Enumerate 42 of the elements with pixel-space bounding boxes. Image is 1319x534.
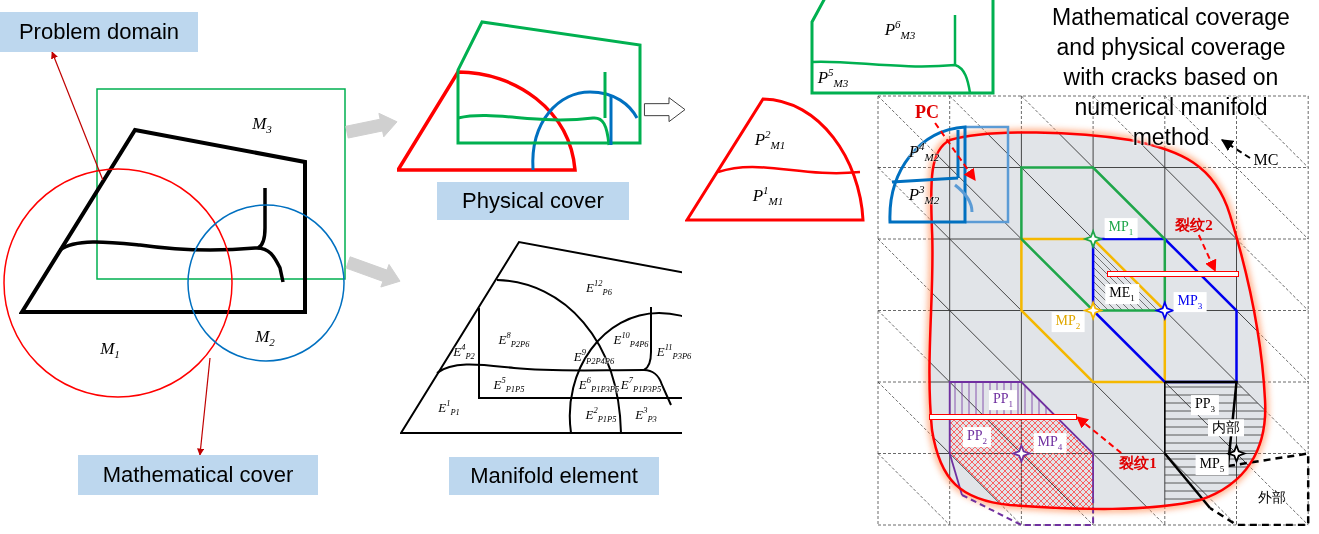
block-arrow: [345, 256, 401, 288]
cover-circle: [187, 204, 345, 362]
point-label: ME$_{1}$: [1105, 284, 1139, 304]
block-arrow: [345, 112, 398, 139]
crack-bar: [1107, 271, 1239, 277]
point-label: MP$_{5}$: [1195, 455, 1229, 475]
cover-rectangle: [96, 88, 346, 280]
point-label: PP$_{1}$: [988, 390, 1018, 410]
cover-circle: [3, 168, 233, 398]
dashed-arrow: [1076, 416, 1123, 454]
cover-symbol: M$_{1}$: [100, 339, 120, 361]
callout-text: PC: [912, 101, 942, 123]
cover-symbol: M$_{3}$: [252, 114, 272, 136]
physical-cover-piece: [685, 97, 867, 223]
point-label: PP$_{3}$: [1190, 395, 1220, 415]
physical-cover-drawing: [397, 20, 642, 172]
crack-bar: [929, 414, 1077, 420]
point-label: MP$_{1}$: [1104, 218, 1138, 238]
dashed-arrow: [1197, 234, 1217, 273]
caption-box: Physical cover: [437, 182, 629, 220]
crack-label: 裂纹2: [1170, 215, 1218, 235]
point-label: MP$_{4}$: [1033, 433, 1067, 453]
region-label: 外部: [1258, 490, 1286, 504]
caption-box: Problem domain: [0, 12, 198, 52]
dashed-arrow: [934, 122, 977, 181]
point-label: MP$_{2}$: [1051, 312, 1085, 332]
point-label: 内部: [1208, 419, 1244, 437]
physical-cover-piece: [810, 0, 996, 96]
mesh-drawing: [876, 94, 1312, 526]
physical-cover-piece: [887, 124, 1011, 224]
problem-domain-drawing: [19, 127, 308, 315]
block-arrow: [643, 97, 686, 123]
caption-box: Manifold element: [449, 457, 659, 495]
dashed-arrow: [1221, 139, 1251, 159]
diagram-title: Mathematical coverage and physical coverage with cracks based on numerical manifold method: [1051, 3, 1291, 152]
crack-label: 裂纹1: [1114, 453, 1162, 473]
point-label: PP$_{2}$: [962, 427, 992, 447]
leader-arrow: [197, 357, 211, 456]
caption-box: Mathematical cover: [78, 455, 318, 495]
cover-symbol: M$_{2}$: [255, 327, 275, 349]
point-label: MP$_{3}$: [1173, 292, 1207, 312]
callout-text: MC: [1250, 150, 1282, 170]
